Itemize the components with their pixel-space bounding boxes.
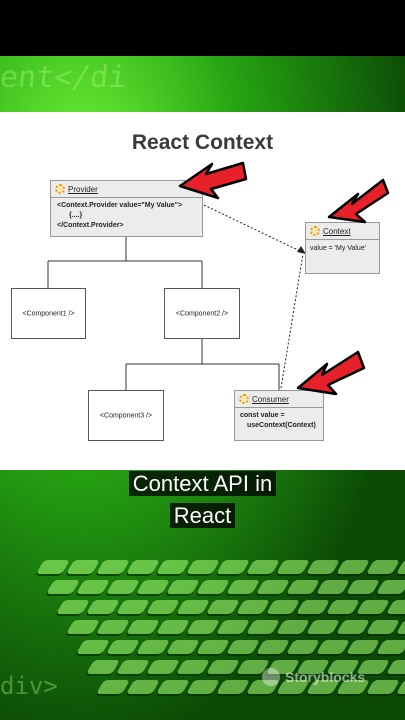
component3-label: <Component3 /> (99, 412, 153, 419)
storyblocks-watermark: Storyblocks (262, 668, 365, 686)
caption-text-2: React (169, 503, 236, 528)
link-arrowhead (297, 246, 306, 254)
provider-label: Provider (68, 184, 98, 194)
storyblocks-logo-icon (262, 668, 280, 686)
provider-code-line1: <Context.Provider value="My Value"> (57, 202, 183, 209)
consumer-code-line2: useContext(Context) (247, 422, 316, 429)
red-arrow-icon (327, 178, 390, 224)
gear-icon (310, 226, 320, 236)
background-code-bottom: div> (0, 672, 58, 700)
caption-text-1: Context API in (128, 471, 277, 496)
consumer-box: Consumer const value = useContext(Contex… (234, 390, 324, 441)
red-arrow-icon (178, 161, 248, 200)
red-arrow-icon (296, 350, 366, 396)
component3-box: <Component3 /> (88, 390, 164, 441)
component2-box: <Component2 /> (164, 288, 240, 339)
caption-line2: React (0, 503, 405, 529)
context-label: Context (323, 226, 351, 236)
watermark-text: Storyblocks (285, 669, 366, 685)
caption-line1: Context API in (0, 471, 405, 497)
component2-label: <Component2 /> (175, 310, 229, 317)
context-value: value = 'My Value' (310, 245, 367, 252)
gear-icon (239, 394, 249, 404)
consumer-to-context-link (280, 253, 304, 389)
consumer-code-line1: const value = (240, 412, 285, 419)
context-box: Context value = 'My Value' (305, 222, 380, 274)
component1-box: <Component1 /> (11, 288, 86, 339)
top-letterbox (0, 0, 405, 56)
provider-code-line2: {....} (69, 212, 83, 219)
component1-label: <Component1 /> (22, 310, 75, 317)
gear-icon (55, 184, 65, 194)
provider-code-line3: </Context.Provider> (57, 222, 124, 229)
consumer-label: Consumer (252, 394, 289, 404)
provider-box: Provider <Context.Provider value="My Val… (50, 180, 203, 237)
slide-title: React Context (131, 131, 274, 154)
